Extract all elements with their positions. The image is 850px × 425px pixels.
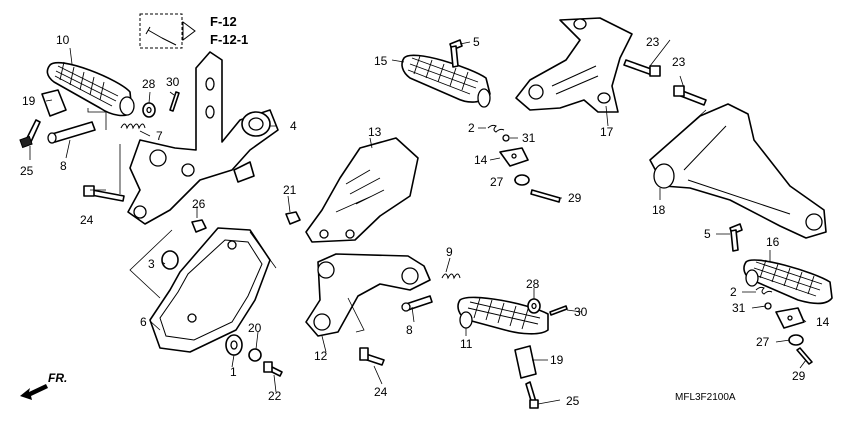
callout-19-center: 19 <box>550 353 564 367</box>
callout-28-left: 28 <box>142 77 156 91</box>
dashed-box-bolt-arrow-icon <box>139 13 196 49</box>
hanger-plate-13 <box>305 137 419 243</box>
reference-f12-1: F-12-1 <box>210 32 248 47</box>
spring-9 <box>441 273 461 280</box>
left-footpeg-rubber <box>46 61 135 117</box>
callout-26: 26 <box>192 197 206 211</box>
callout-15: 15 <box>374 54 388 68</box>
left-rubber-3 <box>161 250 179 270</box>
callout-24-center: 24 <box>374 385 388 399</box>
callout-7: 7 <box>156 129 163 143</box>
callout-25-center: 25 <box>566 394 580 408</box>
spring-2-right <box>755 286 773 295</box>
callout-9: 9 <box>446 245 453 259</box>
passenger-footpeg-15 <box>401 54 491 108</box>
bolt-22 <box>263 361 283 377</box>
callout-12: 12 <box>314 349 328 363</box>
passenger-footpeg-16 <box>743 259 833 305</box>
callout-21: 21 <box>283 183 297 197</box>
callout-31-right: 31 <box>732 301 746 315</box>
front-arrow-icon <box>20 384 48 400</box>
callout-25-left: 25 <box>20 164 34 178</box>
callout-5-right: 5 <box>704 227 711 241</box>
callout-20: 20 <box>248 321 262 335</box>
callout-3: 3 <box>148 257 155 271</box>
plate-14-right <box>775 307 805 329</box>
washer-27-right <box>788 334 804 346</box>
passenger-bracket-18 <box>649 103 827 239</box>
pin-8 <box>401 295 433 312</box>
left-footpeg-pin <box>47 121 96 144</box>
callout-23-top: 23 <box>646 35 660 49</box>
callout-31-top: 31 <box>522 131 536 145</box>
left-cotter-30 <box>169 91 180 112</box>
collar-20 <box>248 348 262 362</box>
callout-10: 10 <box>56 33 70 47</box>
callout-29-right: 29 <box>792 369 806 383</box>
callout-27-top: 27 <box>490 175 504 189</box>
callout-28-center: 28 <box>526 277 540 291</box>
callout-1: 1 <box>230 365 237 379</box>
callout-29-top: 29 <box>568 191 582 205</box>
nut-21 <box>285 211 301 225</box>
reference-f12: F-12 <box>210 14 237 29</box>
callout-11: 11 <box>460 337 473 351</box>
callout-24-left: 24 <box>80 213 94 227</box>
left-spring-7 <box>120 123 146 130</box>
callout-2-top: 2 <box>468 121 475 135</box>
passenger-bracket-17 <box>515 17 633 113</box>
callout-30-center: 30 <box>574 305 588 319</box>
callout-17: 17 <box>600 125 614 139</box>
front-marker-label: FR. <box>48 371 67 385</box>
callout-13: 13 <box>368 125 382 139</box>
plate-14-top <box>499 147 529 167</box>
callout-23-right: 23 <box>672 55 686 69</box>
bolt-5-top <box>449 39 463 68</box>
bolt-25-center <box>525 381 539 409</box>
cotter-30-center <box>549 305 568 316</box>
right-footpeg-bracket-12 <box>305 253 431 337</box>
callout-14-top: 14 <box>474 153 488 167</box>
callout-14-right: 14 <box>816 315 830 329</box>
callout-6: 6 <box>140 315 147 329</box>
callout-4: 4 <box>290 119 297 133</box>
spring-2-top <box>487 124 505 133</box>
bolt-23-top <box>623 59 661 77</box>
bolt-23-right <box>673 85 707 106</box>
callout-18: 18 <box>652 203 666 217</box>
bolt-29-top <box>530 189 561 203</box>
callout-30-left: 30 <box>166 75 180 89</box>
collar-19-center <box>514 345 537 379</box>
callout-22: 22 <box>268 389 282 403</box>
callout-8-center: 8 <box>406 323 413 337</box>
left-nut-26 <box>191 219 207 233</box>
left-footpeg-bracket <box>127 51 279 225</box>
washer-28-center <box>527 298 541 314</box>
right-footpeg-11 <box>457 296 549 335</box>
drawing-code: MFL3F2100A <box>675 392 736 403</box>
callout-8-left: 8 <box>60 159 67 173</box>
left-washer-28 <box>142 102 156 118</box>
bolt-29-right <box>796 347 813 365</box>
callout-27-right: 27 <box>756 335 770 349</box>
callout-5-top: 5 <box>473 35 480 49</box>
ball-31-top <box>502 134 510 142</box>
callout-19-left: 19 <box>22 94 36 108</box>
grommet-1 <box>225 334 243 356</box>
bolt-5-right <box>729 223 743 252</box>
left-bolt-24 <box>83 185 125 202</box>
left-collar-19 <box>41 89 67 117</box>
bolt-24-center <box>359 347 385 366</box>
washer-27-top <box>514 174 530 186</box>
callout-16: 16 <box>766 235 780 249</box>
left-bolt-25 <box>19 119 41 149</box>
callout-2-right: 2 <box>730 285 737 299</box>
